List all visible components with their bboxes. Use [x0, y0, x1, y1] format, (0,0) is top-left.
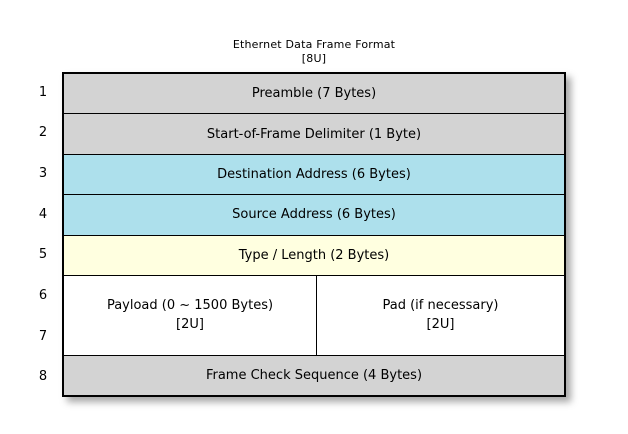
frame-field-type-length: Type / Length (2 Bytes)	[64, 235, 564, 276]
frame-field-preamble-label: Preamble (7 Bytes)	[251, 86, 377, 102]
frame-field-frame-check-sequence-label: Frame Check Sequence (4 Bytes)	[205, 367, 423, 383]
row-number-gutter: 1 2 3 4 5 6 7 8	[28, 72, 58, 397]
row-number-1: 1	[38, 84, 48, 100]
row-number-6: 6	[38, 287, 48, 303]
ethernet-frame-table: Preamble (7 Bytes) Start-of-Frame Delimi…	[62, 72, 566, 397]
row-number-5: 5	[38, 247, 48, 263]
frame-field-pad: Pad (if necessary) [2U]	[317, 275, 564, 355]
frame-field-payload-label: Payload (0 ~ 1500 Bytes)	[106, 298, 274, 314]
frame-field-pad-label: Pad (if necessary)	[382, 298, 499, 314]
frame-field-destination-address: Destination Address (6 Bytes)	[64, 154, 564, 196]
frame-field-pad-sub: [2U]	[426, 317, 455, 333]
row-number-7: 7	[38, 328, 48, 344]
row-number-2: 2	[38, 125, 48, 141]
frame-field-start-of-frame-delimiter: Start-of-Frame Delimiter (1 Byte)	[64, 114, 564, 155]
page-title: Ethernet Data Frame Format [8U]	[62, 38, 566, 66]
frame-field-source-address-label: Source Address (6 Bytes)	[232, 207, 396, 223]
frame-field-payload-sub: [2U]	[176, 317, 204, 333]
diagram-title-sub: [8U]	[301, 52, 327, 65]
frame-field-destination-address-label: Destination Address (6 Bytes)	[217, 166, 411, 182]
row-number-8: 8	[38, 369, 48, 385]
frame-field-frame-check-sequence: Frame Check Sequence (4 Bytes)	[64, 355, 564, 395]
frame-field-source-address: Source Address (6 Bytes)	[64, 195, 564, 236]
frame-field-start-of-frame-delimiter-label: Start-of-Frame Delimiter (1 Byte)	[206, 126, 422, 142]
row-number-4: 4	[38, 206, 48, 222]
frame-field-type-length-label: Type / Length (2 Bytes)	[238, 247, 390, 263]
frame-field-preamble: Preamble (7 Bytes)	[64, 74, 564, 115]
row-number-3: 3	[38, 166, 48, 182]
frame-field-payload: Payload (0 ~ 1500 Bytes) [2U]	[64, 275, 317, 355]
frame-field-payload-pad-row: Payload (0 ~ 1500 Bytes) [2U] Pad (if ne…	[64, 275, 564, 356]
diagram-title-main: Ethernet Data Frame Format	[232, 38, 396, 51]
